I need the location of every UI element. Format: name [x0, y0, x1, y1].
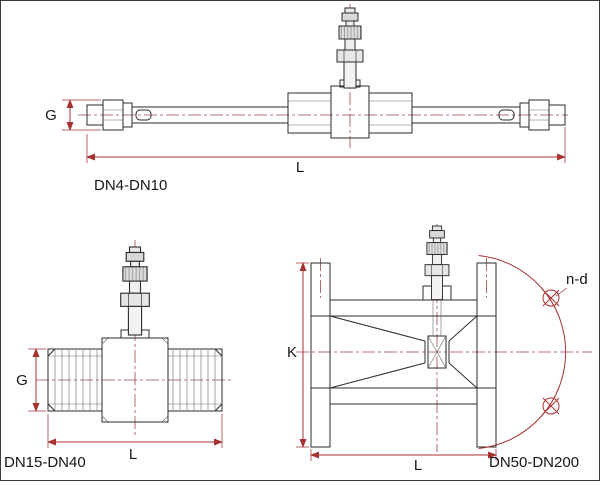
caption-dn4-dn10: DN4-DN10 — [94, 177, 167, 194]
turbine-rotor — [427, 335, 447, 369]
dimension-g-medium: G — [16, 348, 46, 412]
meter-body-medium — [47, 329, 223, 423]
bolt-hole-bottom — [542, 397, 560, 415]
caption-dn15-dn40: DN15-DN40 — [4, 454, 86, 471]
meter-body-small — [131, 79, 521, 139]
centerlines-large — [296, 224, 592, 452]
bolt-hole-top — [542, 289, 560, 307]
sensor-assembly-large — [424, 225, 450, 301]
centerlines-small — [78, 4, 568, 148]
view-dn50-dn200: n-d K L DN50-DN200 — [287, 224, 592, 474]
dim-label-l-small: L — [296, 159, 304, 176]
view-dn4-dn10: G L DN4-DN10 — [45, 4, 568, 194]
dimension-l-medium: L — [47, 414, 223, 463]
bolt-circle: n-d — [478, 255, 588, 449]
dim-label-g-small: G — [45, 107, 57, 124]
fitting-right-small — [498, 99, 566, 131]
dim-label-nd: n-d — [566, 271, 588, 288]
dim-label-g-medium: G — [16, 372, 28, 389]
dim-label-l-large: L — [414, 457, 422, 474]
dim-label-l-medium: L — [129, 446, 137, 463]
fitting-left-small — [86, 99, 152, 131]
dimension-l-small: L — [86, 127, 566, 176]
dim-label-k: K — [287, 344, 297, 361]
dimension-k-large: K — [287, 262, 309, 448]
dimension-l-large: L — [310, 449, 497, 474]
view-dn15-dn40: G L DN15-DN40 — [4, 240, 234, 471]
caption-dn50-dn200: DN50-DN200 — [489, 454, 579, 471]
flanged-body-large — [310, 262, 497, 448]
sensor-assembly-medium — [120, 246, 150, 336]
sensor-assembly-small — [336, 7, 364, 89]
dimension-g-small: G — [45, 99, 101, 131]
